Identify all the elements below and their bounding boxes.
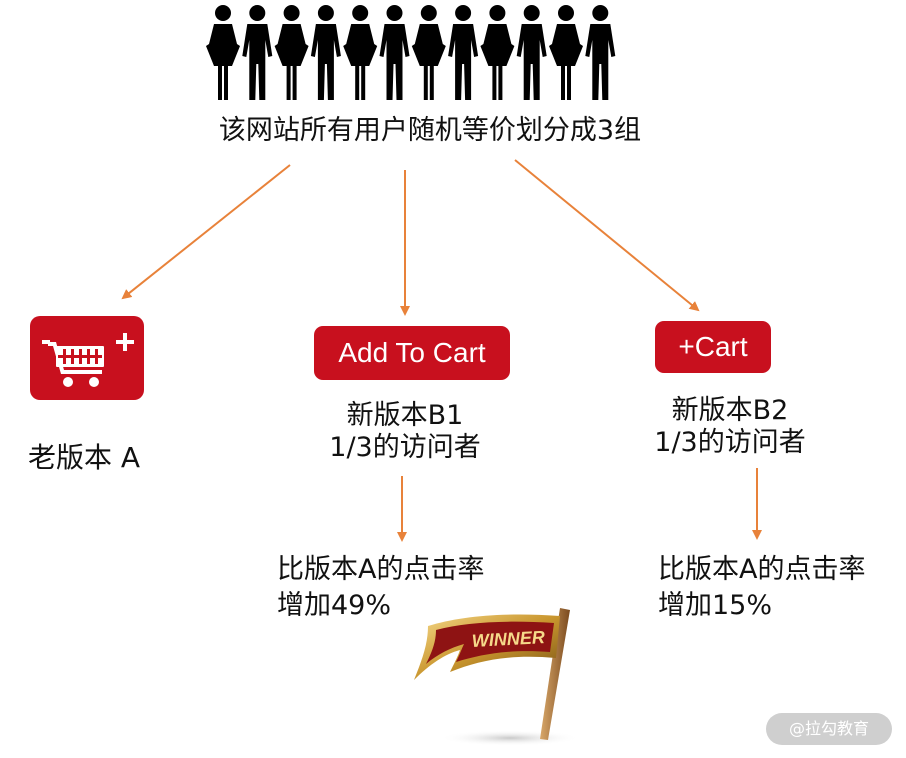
version-b1-result-line2: 增加49%	[277, 590, 392, 621]
version-b1-label: 新版本B1 1/3的访问者	[285, 400, 525, 464]
winner-flag-icon: WINNER	[414, 608, 580, 746]
version-b1-name: 新版本B1	[346, 400, 464, 431]
shopping-cart-plus-icon	[42, 333, 134, 387]
version-b2-audience: 1/3的访问者	[654, 427, 806, 458]
arrow-to-version-a	[121, 164, 291, 300]
version-b1-audience: 1/3的访问者	[329, 432, 481, 463]
diagram-title: 该网站所有用户随机等价划分成3组	[218, 115, 642, 146]
add-to-cart-button[interactable]: Add To Cart	[314, 326, 510, 380]
winner-text: WINNER	[471, 627, 545, 651]
person-icon	[343, 5, 378, 100]
person-icon	[242, 5, 273, 100]
version-b2-result-line1: 比版本A的点击率	[658, 554, 866, 585]
arrow-to-version-b2	[514, 159, 700, 312]
version-b1-result: 比版本A的点击率 增加49%	[277, 552, 484, 624]
version-b1-result-line1: 比版本A的点击率	[277, 554, 485, 585]
version-b2-result: 比版本A的点击率 增加15%	[658, 552, 865, 624]
person-icon	[310, 5, 341, 100]
version-a-label: 老版本 A	[28, 441, 141, 474]
person-icon	[448, 5, 479, 100]
version-b2-label: 新版本B2 1/3的访问者	[620, 395, 840, 459]
person-icon	[274, 5, 309, 100]
person-icon	[516, 5, 547, 100]
watermark: @拉勾教育	[766, 713, 892, 745]
person-icon	[480, 5, 515, 100]
person-icon	[549, 5, 583, 100]
plus-cart-button[interactable]: +Cart	[655, 321, 771, 373]
person-icon	[411, 5, 446, 100]
person-icon	[379, 5, 410, 100]
person-icon	[206, 5, 240, 100]
person-icon	[585, 5, 616, 100]
version-a-cart-button	[30, 316, 144, 400]
version-b2-name: 新版本B2	[671, 395, 789, 426]
users-group-icon	[206, 5, 616, 100]
version-b2-result-line2: 增加15%	[658, 590, 773, 621]
